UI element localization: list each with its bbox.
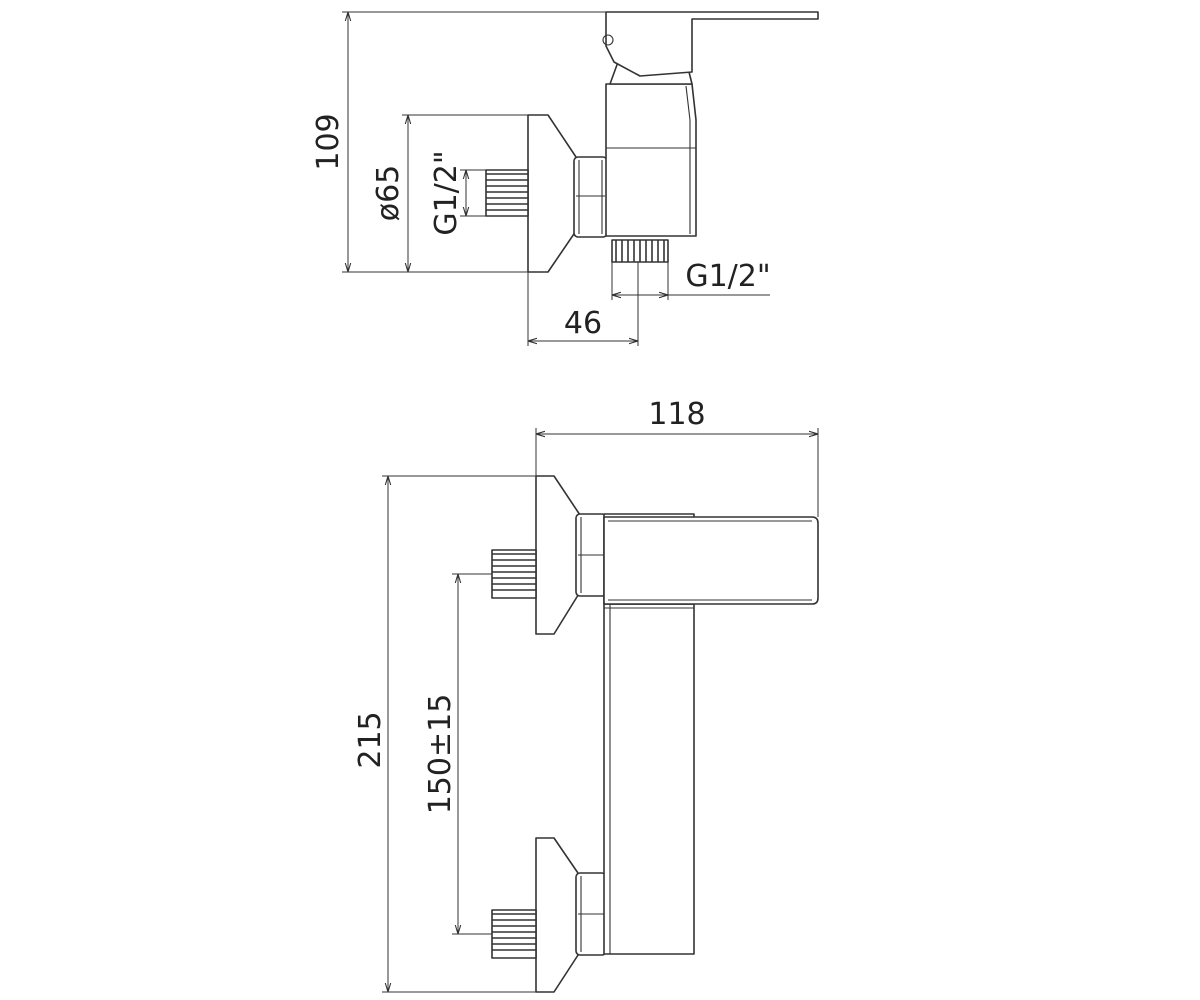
front-mixer-body bbox=[603, 603, 695, 955]
front-inlet-thread-lower bbox=[491, 909, 537, 959]
dim-width-118: 118 bbox=[535, 397, 819, 517]
dim-label-109: 109 bbox=[311, 113, 346, 170]
side-inlet-thread bbox=[485, 169, 529, 217]
dim-height-109: 109 bbox=[311, 11, 606, 273]
side-valve-body bbox=[605, 83, 697, 237]
front-lever-handle bbox=[603, 513, 819, 605]
side-lever-handle bbox=[602, 11, 819, 77]
dim-label-215: 215 bbox=[353, 711, 388, 768]
side-outlet-thread bbox=[611, 239, 669, 263]
dim-outlet-thread: G1/2" bbox=[611, 259, 771, 300]
dim-depth-46: 46 bbox=[527, 262, 639, 346]
dim-spacing-150: 150±15 bbox=[423, 573, 492, 935]
dim-label-65: ø65 bbox=[371, 165, 406, 222]
dim-height-215: 215 bbox=[353, 475, 536, 993]
dim-label-outlet-thread: G1/2" bbox=[685, 259, 770, 294]
front-view: 118 215 150±15 bbox=[353, 397, 819, 993]
dim-label-inlet-thread: G1/2" bbox=[429, 150, 464, 235]
dim-inlet-thread: G1/2" bbox=[429, 150, 486, 236]
front-escutcheon-lower bbox=[535, 837, 581, 993]
front-inlet-thread-upper bbox=[491, 549, 537, 599]
dim-diameter-65: ø65 bbox=[371, 114, 548, 272]
front-escutcheon-upper bbox=[535, 475, 581, 635]
side-escutcheon bbox=[527, 114, 579, 273]
side-hex-nut bbox=[573, 156, 608, 238]
dim-label-46: 46 bbox=[564, 306, 602, 341]
dim-label-150: 150±15 bbox=[423, 694, 458, 815]
front-hex-nut-upper bbox=[575, 513, 607, 597]
dim-label-118: 118 bbox=[648, 397, 705, 432]
front-hex-nut-lower bbox=[575, 872, 607, 956]
side-view: 109 ø65 G1/2" G1/2" 46 bbox=[311, 11, 819, 346]
